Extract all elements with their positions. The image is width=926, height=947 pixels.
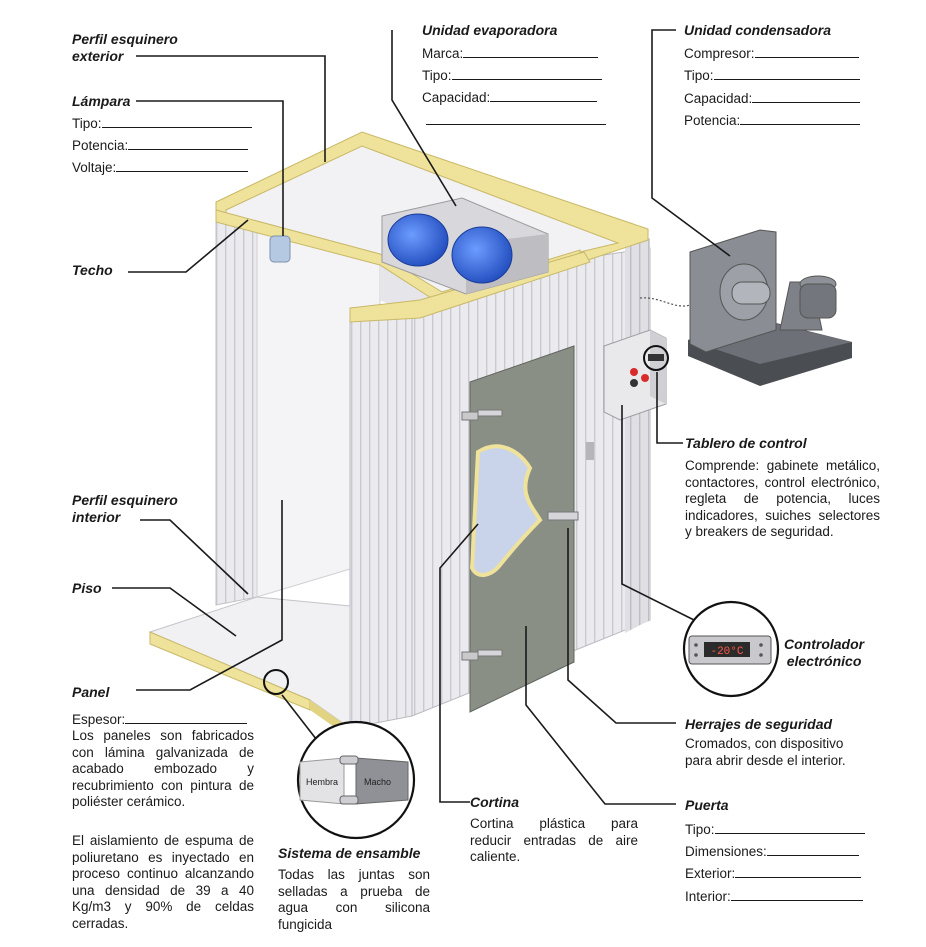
evaporadora-extra-line	[426, 124, 606, 125]
hembra-label: Hembra	[306, 777, 338, 787]
puerta-field-exterior: Exterior:	[685, 865, 862, 882]
floor	[148, 596, 351, 738]
cable	[639, 297, 691, 307]
condensadora-field-compresor: Compresor:	[684, 45, 859, 62]
puerta-field-tipo: Tipo:	[685, 821, 865, 838]
panel-text-1: Los paneles son fabricados con lámina ga…	[72, 728, 254, 809]
herrajes-title: Herrajes de seguridad	[685, 716, 833, 732]
condensadora-title: Unidad condensadora	[684, 22, 832, 38]
evaporadora-field-marca: Marca:	[422, 45, 599, 62]
techo-title: Techo	[72, 262, 113, 278]
ensamble-title: Sistema de ensamble	[278, 845, 421, 861]
lampara-field-voltaje: Voltaje:	[72, 159, 249, 176]
condensadora-field-capacidad: Capacidad:	[684, 90, 861, 107]
controller-detail: -20°C	[682, 600, 780, 698]
perfil-interior-title: Perfil esquinero interior	[72, 492, 178, 525]
evaporadora-field-tipo: Tipo:	[422, 67, 602, 84]
perfil-exterior-title: Perfil esquinero exterior	[72, 31, 178, 64]
cortina-title: Cortina	[470, 794, 519, 810]
left-wall	[215, 213, 258, 606]
herrajes-text: Cromados, con dispositivo para abrir des…	[685, 736, 846, 768]
evaporadora-title: Unidad evaporadora	[422, 22, 558, 38]
leader-lines	[112, 29, 731, 805]
front-panel	[349, 311, 413, 729]
puerta-field-dimensiones: Dimensiones:	[685, 843, 859, 860]
panel-text-2: El aislamiento de espuma de poliuretano …	[72, 833, 254, 931]
door	[461, 345, 579, 713]
lampara-title: Lámpara	[72, 93, 131, 109]
tablero-title: Tablero de control	[685, 435, 807, 451]
evaporadora-field-capacidad: Capacidad:	[422, 89, 598, 106]
puerta-title: Puerta	[685, 797, 729, 813]
condensadora-field-potencia: Potencia:	[684, 112, 861, 129]
lampara-field-potencia: Potencia:	[72, 137, 249, 154]
control-box	[586, 329, 669, 460]
controller-display: -20°C	[710, 646, 743, 658]
tablero-text: Comprende: gabinete metálico, contactore…	[685, 458, 880, 539]
panel-field-espesor: Espesor:	[72, 711, 248, 728]
assembly-detail: Hembra Macho	[263, 669, 416, 840]
evaporator-unit	[381, 197, 549, 295]
puerta-field-interior: Interior:	[685, 888, 863, 905]
lampara-field-tipo: Tipo:	[72, 115, 252, 132]
condensing-unit	[688, 229, 852, 386]
ensamble-text: Todas las juntas son selladas a prueba d…	[278, 867, 430, 932]
controlador-title: Controlador electrónico	[784, 636, 865, 669]
condensadora-field-tipo: Tipo:	[684, 67, 860, 84]
lamp	[269, 235, 291, 263]
panel-title: Panel	[72, 684, 110, 700]
piso-title: Piso	[72, 580, 102, 596]
macho-label: Macho	[364, 777, 391, 787]
cortina-text: Cortina plástica para reducir entradas d…	[470, 816, 638, 864]
